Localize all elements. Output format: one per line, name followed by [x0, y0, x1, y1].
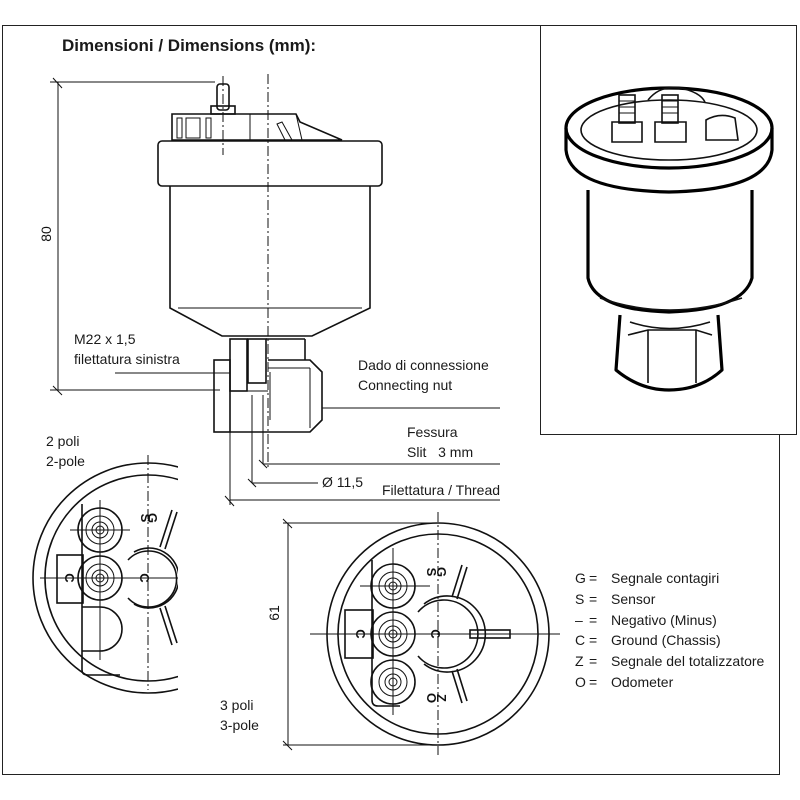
- legend-row: G= Segnale contagiri: [575, 570, 780, 587]
- height-dimension-label: 80: [37, 226, 54, 242]
- pin-label-c-center: C: [428, 629, 443, 639]
- three-pole-label-it: 3 poli: [220, 697, 254, 713]
- illustration-frame: [540, 25, 797, 435]
- pin-label-c-left: C: [62, 573, 77, 583]
- pin-label-z: Z: [434, 694, 449, 702]
- legend-row: S= Sensor: [575, 591, 780, 608]
- connector-diameter-label: 61: [265, 605, 282, 621]
- pin-label-g: G: [145, 513, 160, 523]
- legend-equals: =: [589, 653, 598, 670]
- top-cap: [171, 113, 343, 141]
- pin-legend: G=Segnale contagiri S=Sensor –=Negativo …: [575, 570, 780, 691]
- illustration-body: [586, 190, 754, 314]
- thread-section-inner: [247, 338, 267, 384]
- legend-key: G: [575, 570, 586, 586]
- thread-section-left: [229, 338, 248, 392]
- legend-desc: Segnale del totalizzatore: [611, 653, 765, 670]
- legend-desc: Negativo (Minus): [611, 611, 717, 628]
- legend-equals: =: [589, 590, 598, 607]
- three-pole-connector-view: G S C C Z O: [282, 512, 560, 755]
- legend-desc: Segnale contagiri: [611, 570, 720, 586]
- legend-row: C= Ground (Chassis): [575, 632, 780, 649]
- legend-key: O: [575, 673, 586, 690]
- legend-equals: =: [589, 632, 598, 649]
- bore-diameter-label: Ø 11,5: [322, 474, 363, 490]
- nut-label-en: Connecting nut: [358, 377, 453, 393]
- pin-label-c-center: C: [137, 573, 152, 583]
- legend-equals: =: [589, 570, 598, 586]
- slit-label-en: Slit 3 mm: [407, 444, 474, 460]
- pin-label-c-left: C: [353, 629, 368, 639]
- legend-row: –= Negativo (Minus): [575, 612, 780, 629]
- illustration-terminal-left: [618, 94, 636, 124]
- legend-desc: Sensor: [611, 590, 656, 607]
- legend-desc: Ground (Chassis): [611, 632, 721, 649]
- nut-label-it: Dado di connessione: [358, 357, 489, 373]
- two-pole-connector-view: G S C C: [32, 455, 178, 694]
- body-housing: [169, 186, 371, 337]
- legend-key: S: [575, 590, 585, 607]
- sensor-illustration: [564, 86, 774, 392]
- three-pole-label-en: 3-pole: [220, 717, 259, 733]
- illustration-nut: [614, 314, 724, 392]
- thread-spec-line2: filettatura sinistra: [74, 351, 180, 367]
- pin-label-s: S: [138, 514, 153, 523]
- legend-row: Z = Segnale del totalizzatore: [575, 653, 780, 670]
- two-pole-label-it: 2 poli: [46, 433, 80, 449]
- nut-section: [213, 359, 231, 433]
- illustration-terminal-right: [661, 94, 679, 124]
- two-pole-label-en: 2-pole: [46, 453, 85, 469]
- legend-key: C: [575, 632, 586, 649]
- legend-row: O= Odometer: [575, 674, 780, 691]
- legend-equals: =: [589, 673, 598, 690]
- slit-label-it: Fessura: [407, 424, 458, 440]
- connecting-nut: [230, 359, 323, 433]
- pin-label-o: O: [424, 693, 439, 703]
- legend-key: –: [575, 611, 583, 628]
- flange-ring: [157, 140, 383, 187]
- legend-desc: Odometer: [611, 673, 674, 690]
- thread-spec-line1: M22 x 1,5: [74, 331, 136, 347]
- thread-label: Filettatura / Thread: [382, 482, 501, 498]
- pin-label-s: S: [424, 568, 439, 577]
- pin-label-g: G: [434, 567, 449, 577]
- legend-key: Z: [575, 653, 584, 670]
- page-title: Dimensioni / Dimensions (mm):: [62, 36, 317, 55]
- legend-equals: =: [589, 611, 598, 628]
